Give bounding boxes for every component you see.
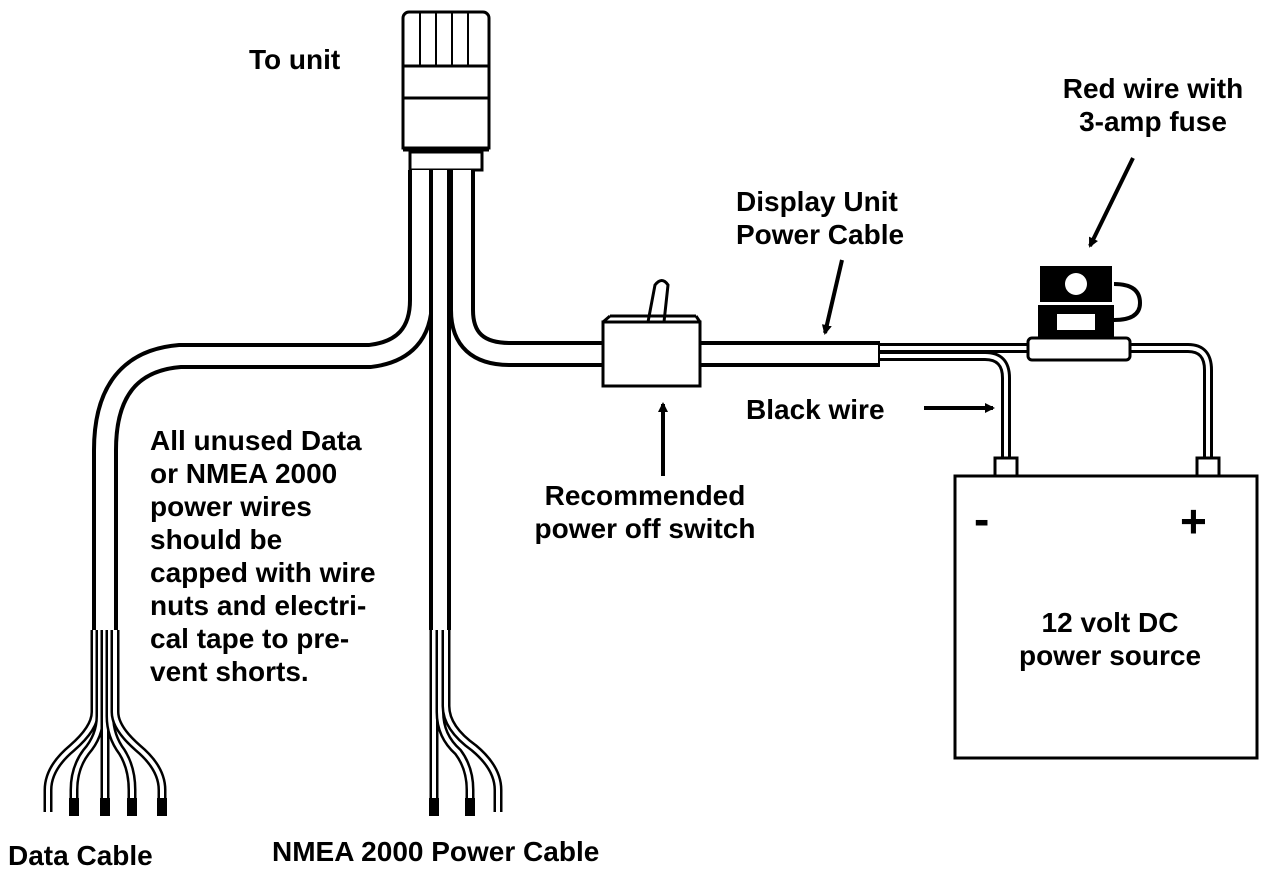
arrow-red-wire (1088, 157, 1135, 248)
nmea-2000-power-cable (429, 170, 503, 816)
label-recommended-line2: power off switch (534, 513, 756, 544)
battery (953, 456, 1259, 760)
negative-terminal-sign: - (974, 493, 990, 545)
label-red-wire-line1: Red wire with (1062, 73, 1244, 104)
note-line: power wires (150, 491, 312, 522)
data-cable (43, 170, 434, 816)
label-nmea-cable: NMEA 2000 Power Cable (272, 836, 600, 867)
note-line: All unused Data (150, 425, 362, 456)
display-unit-power-cable (449, 170, 880, 367)
note-line: cal tape to pre- (150, 623, 350, 654)
label-battery-line1: 12 volt DC (1041, 607, 1179, 638)
label-recommended-line1: Recommended (544, 480, 746, 511)
label-red-wire-line2: 3-amp fuse (1079, 106, 1227, 137)
note-line: or NMEA 2000 (150, 458, 338, 489)
label-display-cable: Display Unit Power Cable (736, 185, 904, 251)
note-line: capped with wire (150, 557, 376, 588)
note-line: nuts and electri- (150, 590, 367, 621)
power-off-switch (601, 279, 702, 388)
label-display-cable-line1: Display Unit (736, 186, 898, 217)
note-line: vent shorts. (150, 656, 309, 687)
positive-terminal-sign: + (1180, 495, 1207, 547)
label-display-cable-line2: Power Cable (736, 219, 905, 250)
note-line: should be (150, 524, 283, 555)
label-recommended-switch: Recommended power off switch (500, 479, 790, 545)
fuse-holder (1026, 266, 1143, 362)
label-data-cable: Data Cable (8, 840, 153, 871)
battery-wires (880, 343, 1213, 458)
label-battery-line2: power source (1018, 640, 1202, 671)
label-black-wire: Black wire (746, 394, 885, 425)
label-battery: 12 volt DC power source (985, 606, 1235, 672)
label-red-wire: Red wire with 3-amp fuse (1028, 72, 1271, 138)
label-unused-wires-note: All unused Data or NMEA 2000 power wires… (150, 424, 376, 688)
label-to-unit: To unit (249, 44, 341, 75)
unit-connector (401, 10, 491, 172)
arrow-display-cable (821, 259, 844, 335)
